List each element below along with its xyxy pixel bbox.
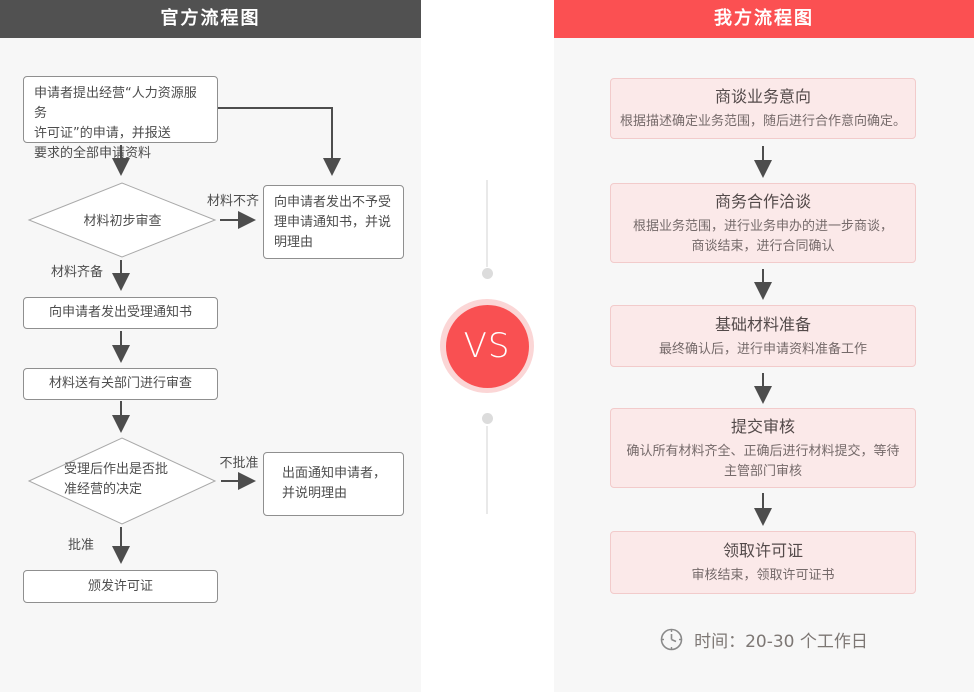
flow-node-start: 申请者提出经营“人力资源服务 许可证”的申请，并报送 要求的全部申请资料	[23, 76, 218, 161]
step-title: 商谈业务意向	[714, 87, 811, 106]
flow-step-5: 领取许可证 审核结束，领取许可证书	[610, 531, 916, 594]
our-flowchart-header: 我方流程图	[554, 0, 974, 38]
decision1-diamond	[27, 182, 217, 258]
step-desc: 最终确认后，进行申请资料准备工作	[658, 341, 867, 357]
our-flow-connectors	[754, 146, 772, 526]
divider-dot-top	[482, 268, 493, 279]
processing-time-row: 时间：20-30 个工作日	[554, 622, 974, 656]
flow-node-reject-inform: 出面通知申请者， 并说明理由	[263, 452, 404, 516]
official-flowchart-title: 官方流程图	[160, 8, 261, 29]
divider-line-top	[486, 180, 488, 267]
step-title: 基础材料准备	[714, 314, 811, 334]
flow-node-reject-notice: 向申请者发出不予受 理申请通知书，并说 明理由	[263, 185, 404, 259]
official-flow-connectors	[27, 107, 341, 564]
flow-step-2: 商务合作洽谈 根据业务范围，进行业务申办的进一步商谈， 商谈结束，进行合同确认	[610, 183, 916, 263]
decision2-diamond	[27, 437, 217, 525]
step-desc: 根据业务范围，进行业务申办的进一步商谈， 商谈结束，进行合同确认	[632, 218, 893, 254]
our-flowchart-title: 我方流程图	[714, 8, 814, 29]
step-title: 提交审核	[730, 416, 795, 436]
flow-node-decision2: 受理后作出是否批 准经营的决定	[64, 462, 169, 497]
divider-dot-bottom	[482, 413, 493, 424]
step-title: 领取许可证	[722, 541, 803, 560]
flow-node-license: 颁发许可证	[23, 570, 218, 603]
our-flowchart-panel: 我方流程图 商谈业务意向 根据描述确定业务范围，随后进行合作意向确定。 商务合作…	[554, 0, 974, 692]
step-desc: 审核结束，领取许可证书	[691, 568, 835, 583]
label-materials-complete: 材料齐备	[50, 265, 103, 280]
step-title: 商务合作洽谈	[714, 191, 811, 211]
flow-node-decision1: 材料初步审查	[83, 214, 162, 229]
connector-start-to-reject	[217, 107, 341, 176]
vs-badge-ring: VS	[440, 299, 534, 393]
processing-time-text: 时间：20-30 个工作日	[694, 631, 868, 652]
vs-divider: VS	[421, 0, 554, 692]
label-materials-incomplete: 材料不齐	[206, 194, 259, 209]
flow-node-review: 材料送有关部门进行审查	[23, 368, 218, 400]
flow-step-4: 提交审核 确认所有材料齐全、正确后进行材料提交，等待 主管部门审核	[610, 408, 916, 488]
label-not-approved: 不批准	[219, 456, 259, 471]
step-desc: 根据描述确定业务范围，随后进行合作意向确定。	[619, 114, 906, 129]
flow-node-accept-notice: 向申请者发出受理通知书	[23, 297, 218, 329]
divider-line-bottom	[486, 426, 488, 514]
flow-step-3: 基础材料准备 最终确认后，进行申请资料准备工作	[610, 305, 916, 367]
clock-icon	[660, 628, 683, 650]
official-flowchart-panel: 官方流程图	[0, 0, 421, 692]
label-approved: 批准	[67, 538, 94, 553]
vs-badge: VS	[445, 304, 529, 388]
official-flowchart-header: 官方流程图	[0, 0, 421, 38]
step-desc: 确认所有材料齐全、正确后进行材料提交，等待 主管部门审核	[626, 443, 900, 479]
flow-step-1: 商谈业务意向 根据描述确定业务范围，随后进行合作意向确定。	[610, 78, 916, 139]
